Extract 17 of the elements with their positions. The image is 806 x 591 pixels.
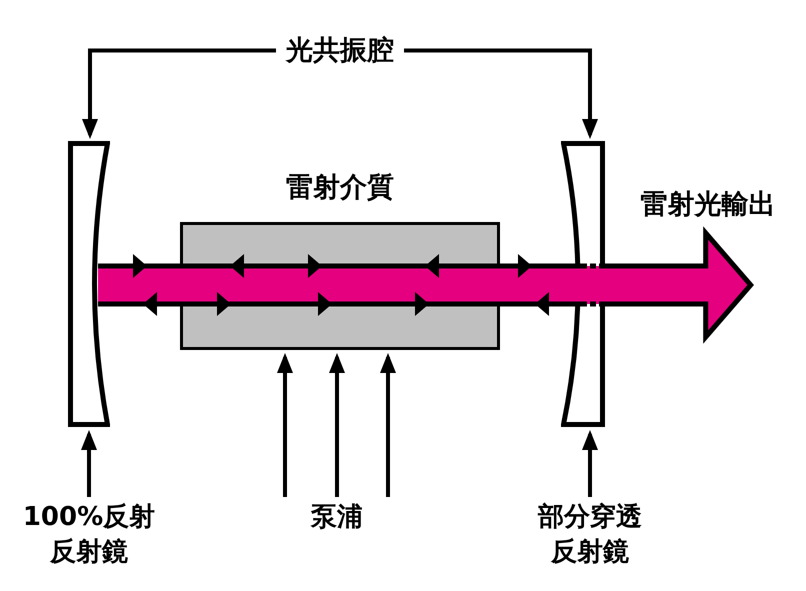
resonator-label: 光共振腔 [286,34,394,68]
laser-beam [98,254,574,316]
mirror-label: 部分穿透反射鏡 [536,501,643,569]
mirror-label: 100%反射反射鏡 [22,501,156,569]
medium-label: 雷射介質 [286,171,394,205]
leader-arrow [82,48,276,139]
pump-arrow [277,353,293,497]
leader-arrow [404,48,598,139]
mirror [68,141,110,427]
output-label: 雷射光輸出 [640,188,776,222]
pump-arrow [380,353,396,497]
pump-arrow [329,353,345,497]
leader-arrow [81,430,97,497]
mirror [561,141,605,427]
leader-arrow [582,430,598,497]
output-arrow [574,226,754,344]
pump-label: 泵浦 [311,501,363,534]
